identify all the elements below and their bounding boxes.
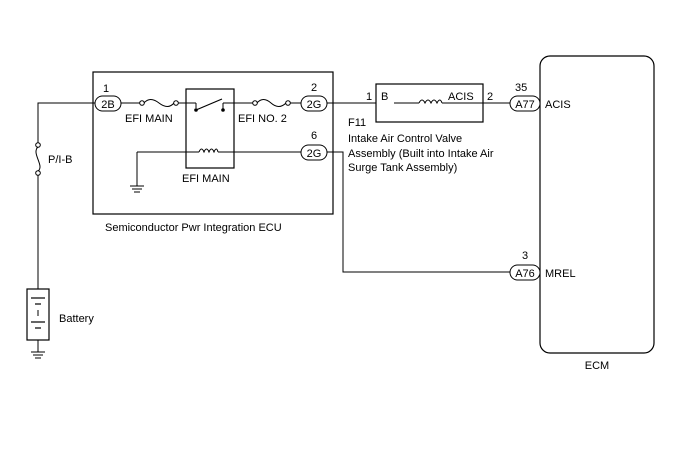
battery-wiring [37, 102, 108, 352]
valve-code: F11 [348, 117, 366, 129]
battery-label: Battery [59, 313, 94, 325]
relay-efi-main: EFI MAIN [182, 88, 235, 185]
connector-2g-pin6-pin: 6 [311, 130, 317, 142]
ecu-label: Semiconductor Pwr Integration ECU [105, 222, 282, 234]
connector-2g-pin2-pin: 2 [311, 82, 317, 94]
fuse-pib-label: P/I-B [48, 154, 72, 166]
connector-a76-code: A76 [515, 268, 535, 280]
connector-2b: 1 2B [94, 83, 122, 112]
connector-2b-code: 2B [101, 99, 114, 111]
ground-symbol-ecu [130, 185, 144, 193]
valve-pin-b: B [381, 91, 388, 103]
connector-a76: 3 A76 MREL [509, 250, 576, 281]
connector-a77: 35 A77 ACIS [509, 82, 571, 112]
valve-name-line-1: Intake Air Control Valve [348, 133, 462, 145]
valve-pin-2: 2 [487, 91, 493, 103]
connector-a77-signal: ACIS [545, 99, 571, 111]
connector-2g-pin6: 6 2G [300, 130, 328, 161]
connector-a76-pin: 3 [522, 250, 528, 262]
connector-a76-signal: MREL [545, 268, 576, 280]
valve-pin-1: 1 [366, 91, 372, 103]
relay-efi-main-label: EFI MAIN [182, 173, 230, 185]
valve-pin-acis: ACIS [448, 91, 474, 103]
fuse-pib: P/I-B [35, 142, 72, 176]
ground-symbol-battery [31, 351, 45, 359]
fuse-efi-no2: EFI NO. 2 [238, 99, 291, 125]
fuse-efi-no2-label: EFI NO. 2 [238, 113, 287, 125]
ecm-label: ECM [585, 360, 609, 372]
fuse-efi-main-label: EFI MAIN [125, 113, 173, 125]
connector-a77-code: A77 [515, 99, 535, 111]
connector-a77-pin: 35 [515, 82, 527, 94]
ecu-block: Semiconductor Pwr Integration ECU [92, 71, 334, 234]
battery: Battery [26, 288, 94, 341]
fuse-efi-main: EFI MAIN [125, 99, 179, 125]
connector-2b-pin: 1 [103, 83, 109, 95]
connector-2g-pin2-code: 2G [307, 99, 322, 111]
valve-name-line-3: Surge Tank Assembly) [348, 162, 457, 174]
external-wiring [327, 102, 510, 273]
valve-name-line-2: Assembly (Built into Intake Air [348, 148, 494, 160]
connector-2g-pin6-code: 2G [307, 148, 322, 160]
intake-air-control-valve: 1 B ACIS 2 F11 Intake Air Control Valve … [348, 83, 494, 174]
connector-2g-pin2: 2 2G [300, 82, 328, 112]
ecm-block: ECM [539, 55, 655, 372]
